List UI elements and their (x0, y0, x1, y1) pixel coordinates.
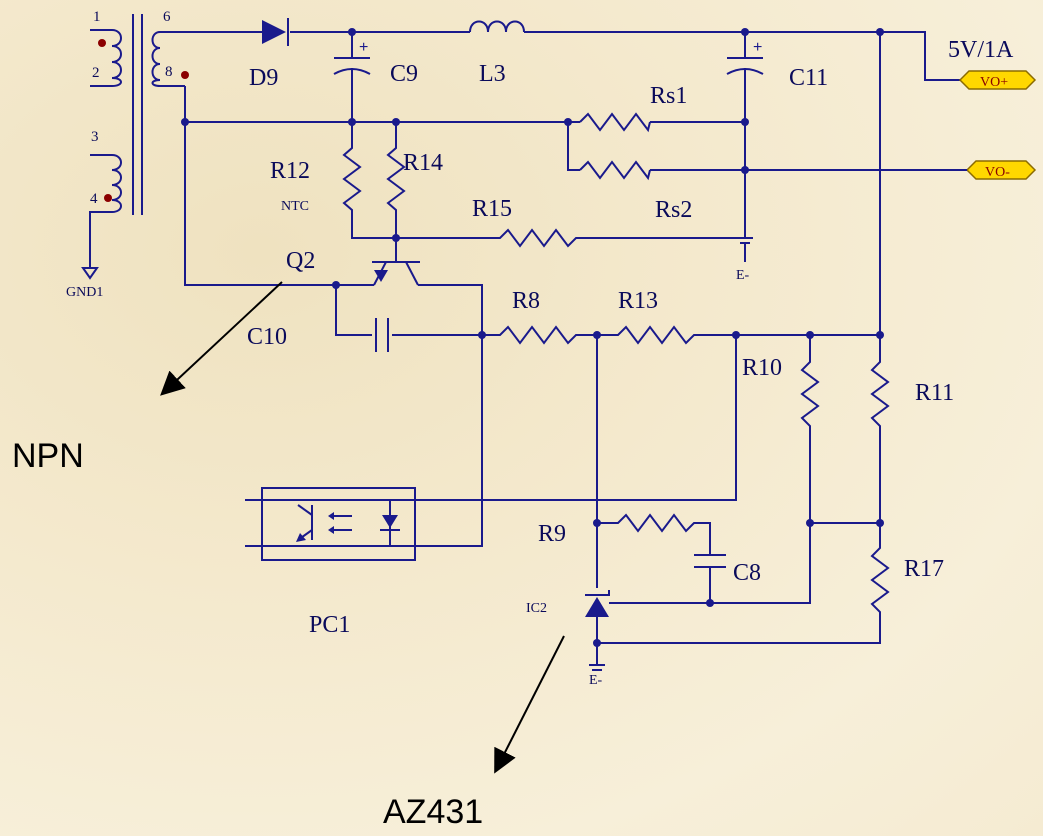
diode-d9 (262, 18, 289, 46)
polarity-dot (181, 71, 189, 79)
resistor-rs1 (579, 112, 651, 133)
pin-label: 4 (90, 191, 98, 207)
pc1-label: PC1 (309, 612, 350, 638)
c8-label: C8 (733, 560, 761, 586)
inductor-l3 (469, 20, 525, 33)
transistor-q2 (372, 238, 483, 547)
c11-label: C11 (789, 65, 828, 91)
capacitor-c9: + (333, 32, 371, 122)
sense-wires (185, 121, 967, 171)
resistor-r15 (396, 228, 745, 248)
rs1-label: Rs1 (650, 83, 687, 109)
output-rating: 5V/1A (948, 37, 1014, 63)
npn-callout: NPN (12, 437, 84, 475)
r8-label: R8 (512, 288, 540, 314)
c10-label: C10 (247, 324, 287, 350)
gnd1-label: GND1 (66, 285, 103, 300)
l3-label: L3 (479, 61, 506, 87)
e-minus-bottom-label: E- (589, 673, 603, 688)
pin-label: 2 (92, 65, 100, 81)
capacitor-c10 (375, 318, 389, 352)
svg-text:VO-: VO- (985, 165, 1010, 180)
vo-plus-terminal: VO+ (958, 70, 1037, 90)
transformer: 1 2 6 8 3 4 GND1 (66, 9, 189, 300)
az431-callout-arrow (494, 635, 565, 774)
primary-winding (90, 29, 122, 87)
r9-label: R9 (538, 521, 566, 547)
ground-icon (81, 267, 99, 280)
d9-label: D9 (249, 65, 278, 91)
resistor-r9 (596, 335, 711, 588)
opto-led-wire (245, 335, 737, 501)
sec-return-wire (184, 86, 482, 336)
top-rail (185, 31, 960, 81)
svg-text:VO+: VO+ (980, 75, 1008, 90)
ground-icon (737, 237, 753, 244)
capacitor-c11: + (726, 32, 764, 238)
capacitor-c8 (694, 554, 726, 603)
rs2-label: Rs2 (655, 197, 692, 223)
resistor-r14 (386, 122, 406, 238)
polarity-dot (98, 39, 106, 47)
pin-label: 6 (163, 9, 171, 25)
shunt-regulator-ic2 (585, 590, 710, 665)
secondary-winding (151, 31, 185, 87)
r15-label: R15 (472, 196, 512, 222)
r12-label: R12 (270, 158, 310, 184)
r10-label: R10 (742, 355, 782, 381)
svg-text:+: + (359, 39, 368, 56)
r11-label: R11 (915, 380, 954, 406)
svg-text:+: + (753, 39, 762, 56)
r13-label: R13 (618, 288, 658, 314)
r17-label: R17 (904, 556, 944, 582)
vo-minus-terminal: VO- (965, 160, 1037, 180)
polarity-dot (104, 194, 112, 202)
c9-label: C9 (390, 61, 418, 87)
r14-label: R14 (403, 150, 443, 176)
r12-ntc-note: NTC (281, 199, 309, 214)
ground-icon (589, 664, 605, 671)
resistor-r12 (342, 122, 396, 239)
pin-label: 3 (91, 129, 99, 145)
junction-dots (181, 28, 884, 647)
aux-winding (89, 154, 122, 268)
pin-label: 1 (93, 9, 101, 25)
feedback-rail (482, 325, 880, 345)
optocoupler-pc1 (261, 487, 416, 561)
q2-label: Q2 (286, 248, 315, 274)
npn-callout-arrow (160, 281, 283, 396)
resistor-r10 (710, 335, 820, 604)
az431-callout: AZ431 (383, 793, 483, 831)
pin-label: 8 (165, 64, 173, 80)
e-minus-top-label: E- (736, 268, 750, 283)
right-rail (597, 32, 890, 644)
resistor-rs2 (579, 160, 651, 181)
ic2-label: IC2 (526, 601, 547, 616)
